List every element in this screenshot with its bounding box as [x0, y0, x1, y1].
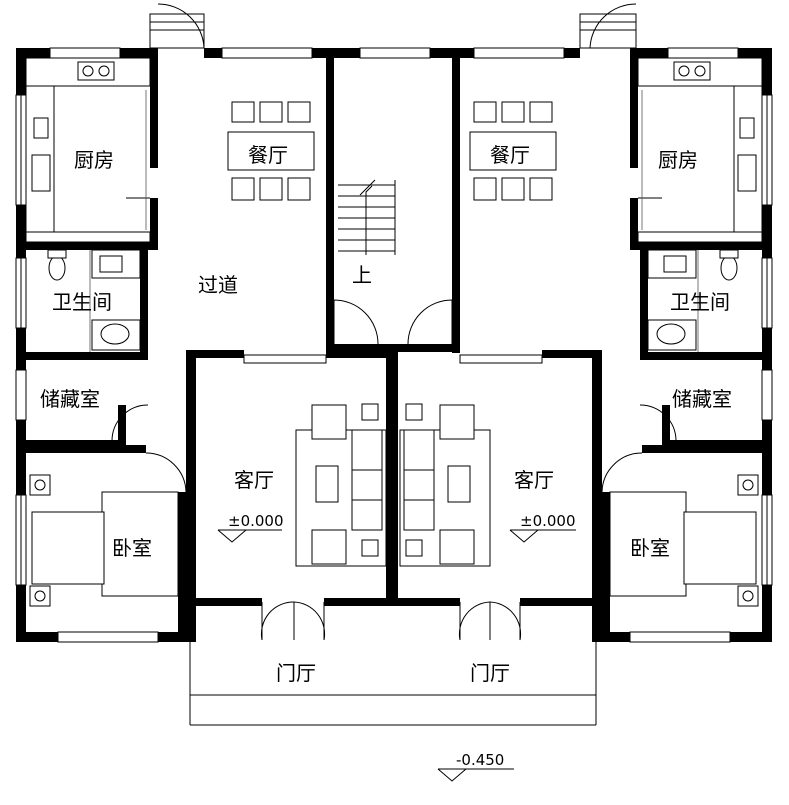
- stair-up-label: 上: [352, 263, 372, 287]
- elevation-living-right: ±0.000: [520, 512, 576, 530]
- foyer-left-label: 门厅: [276, 661, 316, 685]
- bathroom-fixtures-right: [647, 249, 739, 352]
- elevation-labels: ±0.000 ±0.000 -0.450: [228, 512, 576, 769]
- dining-table-left: [227, 101, 315, 201]
- elevation-ground: -0.450: [456, 751, 504, 769]
- dining-table-right: [469, 101, 557, 201]
- top-entry-steps: [149, 3, 637, 49]
- kitchen-fixtures-right: [637, 57, 763, 243]
- dining-right-label: 餐厅: [490, 143, 530, 167]
- elevation-living-left: ±0.000: [228, 512, 284, 530]
- living-left-label: 客厅: [234, 468, 274, 492]
- bedroom-left-label: 卧室: [112, 536, 152, 560]
- bathroom-fixtures-left: [47, 249, 141, 352]
- room-labels: 厨房 厨房 餐厅 餐厅 过道 上 卫生间 卫生间 储藏室 储藏室 客厅 客厅 卧…: [40, 143, 732, 685]
- kitchen-fixtures-left: [25, 57, 151, 243]
- interior-walls-right: [452, 48, 772, 642]
- bedroom-right-label: 卧室: [630, 536, 670, 560]
- elevation-marker-ground: [437, 768, 514, 782]
- bathroom-left-label: 卫生间: [52, 290, 112, 314]
- living-sofa-right: [399, 403, 491, 567]
- elevation-marker-right: [509, 529, 576, 543]
- living-right-label: 客厅: [514, 468, 554, 492]
- porch: [189, 642, 597, 726]
- windows: [15, 47, 773, 643]
- interior-walls-left: [16, 48, 458, 642]
- elevation-marker-left: [217, 529, 282, 543]
- corridor-label: 过道: [198, 273, 238, 297]
- kitchen-left-label: 厨房: [74, 148, 114, 172]
- living-sofa-left: [295, 403, 387, 567]
- storage-right-label: 储藏室: [672, 387, 732, 411]
- storage-left-label: 储藏室: [40, 387, 100, 411]
- door-swings: [111, 197, 677, 641]
- kitchen-right-label: 厨房: [658, 148, 698, 172]
- staircase: [333, 179, 453, 345]
- dining-left-label: 餐厅: [248, 143, 288, 167]
- bed-left: [29, 474, 179, 607]
- bed-right: [609, 474, 759, 607]
- bathroom-right-label: 卫生间: [670, 290, 730, 314]
- foyer-right-label: 门厅: [470, 661, 510, 685]
